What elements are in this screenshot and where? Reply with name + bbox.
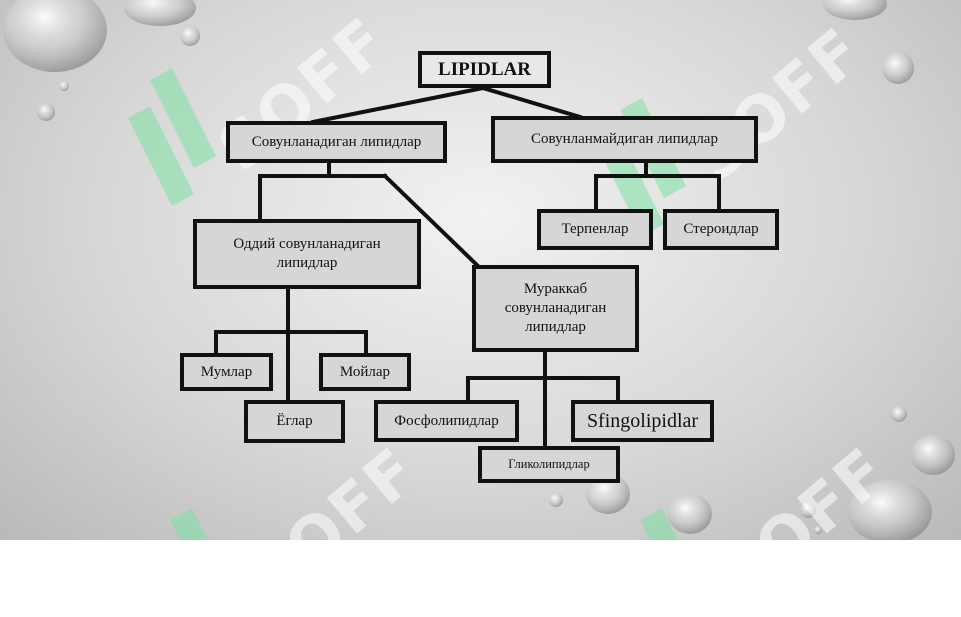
node-nonsaponifiable: Совунланмайдиган липидлар bbox=[491, 116, 758, 163]
water-drop bbox=[848, 480, 932, 540]
watermark-logo-shape bbox=[640, 508, 678, 540]
watermark-logo-shape bbox=[128, 68, 216, 206]
water-drop bbox=[549, 493, 563, 507]
node-root: LIPIDLAR bbox=[418, 51, 551, 88]
node-terpenes: Терпенлар bbox=[537, 209, 653, 250]
node-simple: Оддий совунланадиган липидлар bbox=[193, 219, 421, 289]
node-sphingolipids: Sfingolipidlar bbox=[571, 400, 714, 442]
node-saponifiable: Совунланадиган липидлар bbox=[226, 121, 447, 163]
water-drop bbox=[800, 502, 816, 518]
water-drop bbox=[59, 81, 69, 91]
water-drop bbox=[37, 103, 55, 121]
water-drop bbox=[586, 474, 630, 514]
water-drop bbox=[823, 0, 887, 20]
node-steroids: Стероидлар bbox=[663, 209, 779, 250]
water-drop bbox=[180, 26, 200, 46]
connector-lines bbox=[214, 85, 721, 449]
watermark-logo-shape bbox=[170, 508, 208, 540]
water-drop bbox=[124, 0, 196, 26]
water-drop bbox=[3, 0, 107, 72]
node-oils: Мойлар bbox=[319, 353, 411, 391]
node-complex: Мураккаб совунланадиган липидлар bbox=[472, 265, 639, 352]
connector-saponifiable bbox=[258, 160, 387, 222]
connector-root-left bbox=[310, 85, 486, 125]
water-drop bbox=[911, 435, 955, 475]
water-drops bbox=[3, 0, 955, 540]
water-drop bbox=[882, 52, 914, 84]
decoration-layer bbox=[3, 0, 955, 540]
connector-nonsaponifiable bbox=[594, 160, 721, 212]
connector-to-complex bbox=[382, 173, 481, 269]
water-drop bbox=[814, 526, 822, 534]
node-fats: Ёглар bbox=[244, 400, 345, 443]
connector-root-right bbox=[480, 85, 583, 120]
water-drop bbox=[668, 494, 712, 534]
node-glycolipids: Гликолипидлар bbox=[478, 446, 620, 483]
node-waxes: Мумлар bbox=[180, 353, 273, 391]
connector-simple bbox=[214, 286, 368, 404]
connector-complex bbox=[466, 348, 620, 449]
node-phospholipids: Фосфолипидлар bbox=[374, 400, 519, 442]
water-drop bbox=[891, 406, 907, 422]
